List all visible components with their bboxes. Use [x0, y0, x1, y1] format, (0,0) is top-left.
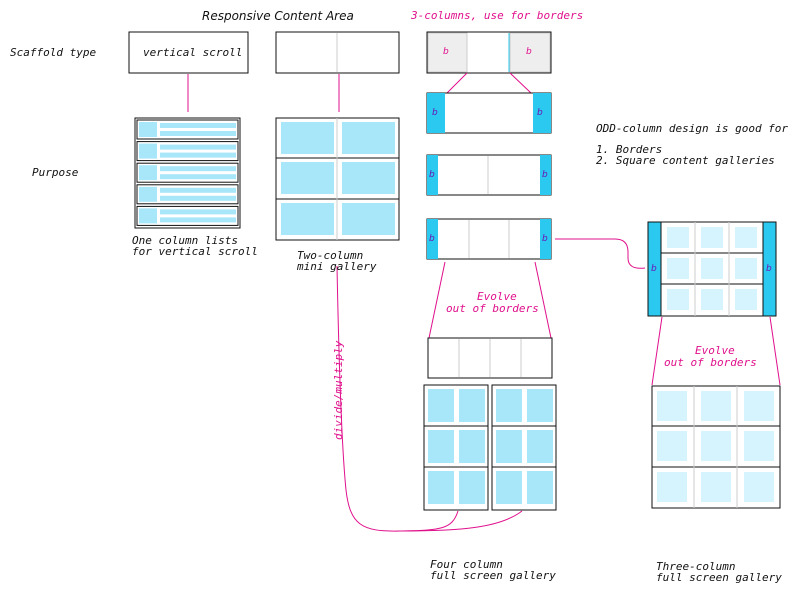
gallery-tile [744, 391, 774, 421]
list-row-thumb [139, 165, 157, 181]
gallery-tile [701, 391, 731, 421]
gallery-tile [701, 431, 731, 461]
gallery-tile [744, 472, 774, 502]
gallery-tile [701, 472, 731, 502]
caption-four-column: Four column [430, 558, 503, 571]
list-row-thumb [139, 143, 157, 159]
one-column-list-illustration [134, 117, 241, 229]
gallery-tile [701, 258, 723, 279]
gallery-tile [428, 471, 454, 504]
border-marker: b [766, 264, 772, 274]
list-row-line [160, 131, 236, 136]
scaffold-three-column-box [426, 31, 552, 74]
list-row-line [160, 195, 236, 201]
border-scaffold-wide [426, 92, 552, 134]
list-row-thumb [139, 122, 157, 137]
gallery-tile [496, 471, 522, 504]
three-column-full-gallery [651, 385, 781, 509]
three-column-bordered-gallery [647, 221, 777, 317]
border-marker: b [537, 108, 543, 118]
list-row-line [160, 152, 236, 158]
gallery-tile [667, 227, 689, 248]
four-column-gallery-illustration [423, 384, 557, 511]
gallery-tile [735, 258, 757, 279]
border-marker: b [651, 264, 657, 274]
gallery-tile [657, 472, 687, 502]
caption-evolve: Evolve [477, 290, 517, 303]
gallery-tile [701, 289, 723, 310]
gallery-tile [701, 227, 723, 248]
odd-column-heading: ODD-column design is good for [596, 122, 789, 135]
gallery-tile [459, 430, 485, 463]
gallery-tile [657, 391, 687, 421]
caption-evolve: Evolve [695, 344, 735, 357]
caption-divide-multiply: divide/multiply [332, 340, 345, 440]
caption-two-column: mini gallery [297, 260, 377, 273]
list-row-line [160, 217, 236, 223]
gallery-tile [527, 389, 553, 422]
odd-column-item: 1. Borders [596, 143, 663, 156]
gallery-tile [735, 227, 757, 248]
gallery-tile [496, 430, 522, 463]
vertical-scroll-label: vertical scroll [143, 46, 243, 59]
connector-lines [187, 72, 781, 532]
three-column-note: 3-columns, use for borders [411, 9, 584, 22]
two-column-gallery-illustration [275, 117, 400, 241]
caption-evolve: out of borders [446, 302, 539, 315]
caption-one-column: for vertical scroll [132, 245, 258, 258]
gallery-tile [667, 289, 689, 310]
gallery-tile [667, 258, 689, 279]
border-marker: b [443, 47, 449, 57]
gallery-tile [527, 471, 553, 504]
scaffold-vertical-scroll-box [128, 31, 249, 74]
gallery-tile [428, 430, 454, 463]
gallery-tile [527, 430, 553, 463]
gallery-tile [657, 431, 687, 461]
list-row-line [160, 209, 236, 215]
border-scaffold-narrow [426, 154, 552, 196]
diagram-title: Responsive Content Area [202, 9, 354, 23]
border-scaffold-four-inner [426, 218, 552, 260]
border-marker: b [542, 170, 548, 180]
gallery-tile [459, 389, 485, 422]
list-row-line [160, 166, 236, 172]
row-label-purpose: Purpose [32, 166, 79, 179]
border-marker: b [429, 170, 435, 180]
list-row-line [160, 144, 236, 150]
row-label-scaffold: Scaffold type [10, 46, 97, 59]
list-row-line [160, 174, 236, 180]
list-row-line [160, 123, 236, 128]
caption-three-column: Three-column [656, 560, 736, 573]
list-row-line [160, 187, 236, 193]
list-row-thumb [139, 208, 157, 224]
caption-three-column: full screen gallery [656, 571, 782, 584]
gallery-tile [744, 431, 774, 461]
scaffold-two-column-box [275, 31, 400, 74]
gallery-tile [735, 289, 757, 310]
list-row-thumb [139, 186, 157, 202]
gallery-tile [459, 471, 485, 504]
caption-two-column: Two-column [297, 249, 364, 262]
caption-evolve: out of borders [664, 356, 757, 369]
border-marker: b [432, 108, 438, 118]
gallery-tile [428, 389, 454, 422]
odd-column-item: 2. Square content galleries [596, 154, 775, 167]
four-column-strip [427, 337, 553, 379]
border-marker: b [542, 234, 548, 244]
caption-four-column: full screen gallery [430, 569, 556, 582]
border-marker: b [526, 47, 532, 57]
border-marker: b [429, 234, 435, 244]
caption-one-column: One column lists [132, 234, 238, 247]
gallery-tile [496, 389, 522, 422]
